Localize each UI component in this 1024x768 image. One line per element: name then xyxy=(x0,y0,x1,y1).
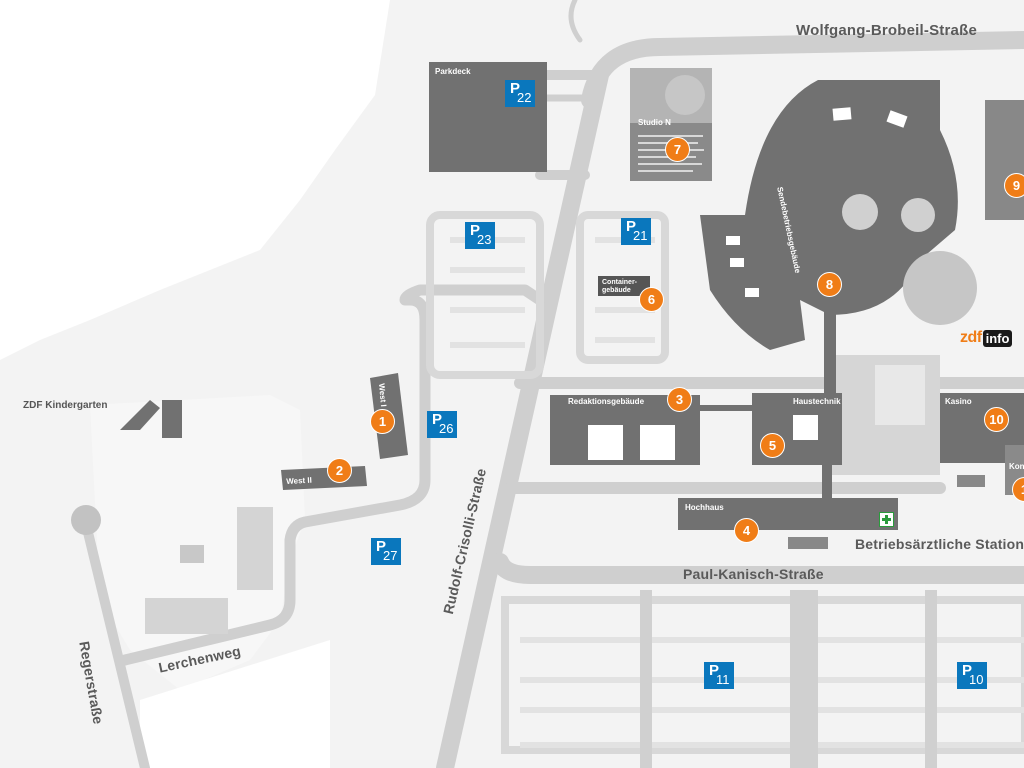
marker-5[interactable]: 5 xyxy=(760,433,785,458)
marker-10[interactable]: 10 xyxy=(984,407,1009,432)
parking-10[interactable]: P 10 xyxy=(957,662,987,689)
label-container-2: gebäude xyxy=(602,287,631,294)
field-1 xyxy=(237,507,273,590)
connector-3 xyxy=(700,405,752,411)
box-1 xyxy=(788,537,828,549)
lower-left-white xyxy=(140,640,330,768)
marker-2[interactable]: 2 xyxy=(327,458,352,483)
parking-number: 27 xyxy=(383,548,398,563)
lerchenweg-road xyxy=(119,284,546,666)
parking-p-icon: P xyxy=(432,411,443,428)
label-container-1: Container- xyxy=(602,279,637,286)
parking-p-icon: P xyxy=(709,662,720,679)
field-2 xyxy=(145,598,228,634)
kindergarten-grid xyxy=(180,545,204,563)
marker-4[interactable]: 4 xyxy=(734,518,759,543)
buildings xyxy=(120,62,1024,530)
connector-2 xyxy=(822,463,832,503)
label-haustechnik: Haustechnik xyxy=(793,397,841,406)
parking-p-icon: P xyxy=(470,222,481,239)
label-kindergarten: ZDF Kindergarten xyxy=(23,400,108,411)
paul-road xyxy=(491,553,1024,584)
label-studio-n: Studio N xyxy=(638,118,671,127)
parking-21[interactable]: P 21 xyxy=(621,218,651,245)
reger-road xyxy=(80,515,150,768)
box-2 xyxy=(957,475,985,487)
parking-rows xyxy=(450,237,1024,748)
logo-zdf: zdf xyxy=(960,329,982,346)
kindergarten-lot xyxy=(90,395,305,690)
parking-23[interactable]: P 23 xyxy=(465,222,495,249)
parking-22[interactable]: P 22 xyxy=(505,80,535,107)
zdfinfo-logo[interactable]: zdf info xyxy=(960,328,1013,348)
parking-27[interactable]: P 27 xyxy=(371,538,401,565)
rudolf-road xyxy=(436,66,609,768)
marker-7[interactable]: 7 xyxy=(665,137,690,162)
parking-26[interactable]: P 26 xyxy=(427,411,457,438)
marker-8[interactable]: 8 xyxy=(817,272,842,297)
parking-11[interactable]: P 11 xyxy=(704,662,734,689)
label-kon: Kon xyxy=(1009,462,1024,471)
studio-path xyxy=(568,0,583,43)
parking-number: 22 xyxy=(517,90,532,105)
parking-number: 21 xyxy=(633,228,648,243)
label-parkdeck: Parkdeck xyxy=(435,67,471,76)
container-building xyxy=(598,276,650,296)
parking-dividers xyxy=(640,590,937,768)
parking-p-icon: P xyxy=(962,662,973,679)
parking-number: 11 xyxy=(716,672,730,687)
parking-p-icon: P xyxy=(510,80,521,97)
parking-p-icon: P xyxy=(626,218,637,235)
first-aid-cross-icon xyxy=(879,512,894,527)
parking-p-icon: P xyxy=(376,538,387,555)
label-hochhaus: Hochhaus xyxy=(685,503,724,512)
marker-9[interactable]: 9 xyxy=(1004,173,1024,198)
parking-number: 23 xyxy=(477,232,492,247)
plaza-inner xyxy=(875,365,925,425)
building-windows xyxy=(588,75,977,460)
roundabout xyxy=(71,505,101,535)
right-building-9 xyxy=(985,100,1024,220)
parkdeck-building xyxy=(429,62,547,172)
roads xyxy=(80,0,1024,768)
parking-number: 10 xyxy=(969,672,984,687)
hochhaus-building xyxy=(678,498,898,530)
label-betriebsarzt: Betriebsärztliche Station xyxy=(855,536,1024,552)
sendebetrieb-ring xyxy=(700,80,958,350)
kindergarten-building xyxy=(120,400,160,430)
label-west1: West I xyxy=(377,383,389,408)
sendebetrieb-windows xyxy=(726,107,908,297)
marker-1[interactable]: 1 xyxy=(370,409,395,434)
street-label-paul: Paul-Kanisch-Straße xyxy=(683,566,824,582)
label-kasino: Kasino xyxy=(945,397,972,406)
park-area-white xyxy=(0,0,390,360)
label-west2: West II xyxy=(286,475,313,486)
parking-lots xyxy=(426,211,1024,754)
street-label-wolfgang: Wolfgang-Brobeil-Straße xyxy=(796,22,977,39)
marker-3[interactable]: 3 xyxy=(667,387,692,412)
label-redaktion: Redaktionsgebäude xyxy=(568,397,645,406)
parking-number: 26 xyxy=(439,421,454,436)
logo-info: info xyxy=(982,329,1013,347)
connector-1 xyxy=(824,310,836,395)
marker-6[interactable]: 6 xyxy=(639,287,664,312)
kindergarten-building-2 xyxy=(162,400,182,438)
